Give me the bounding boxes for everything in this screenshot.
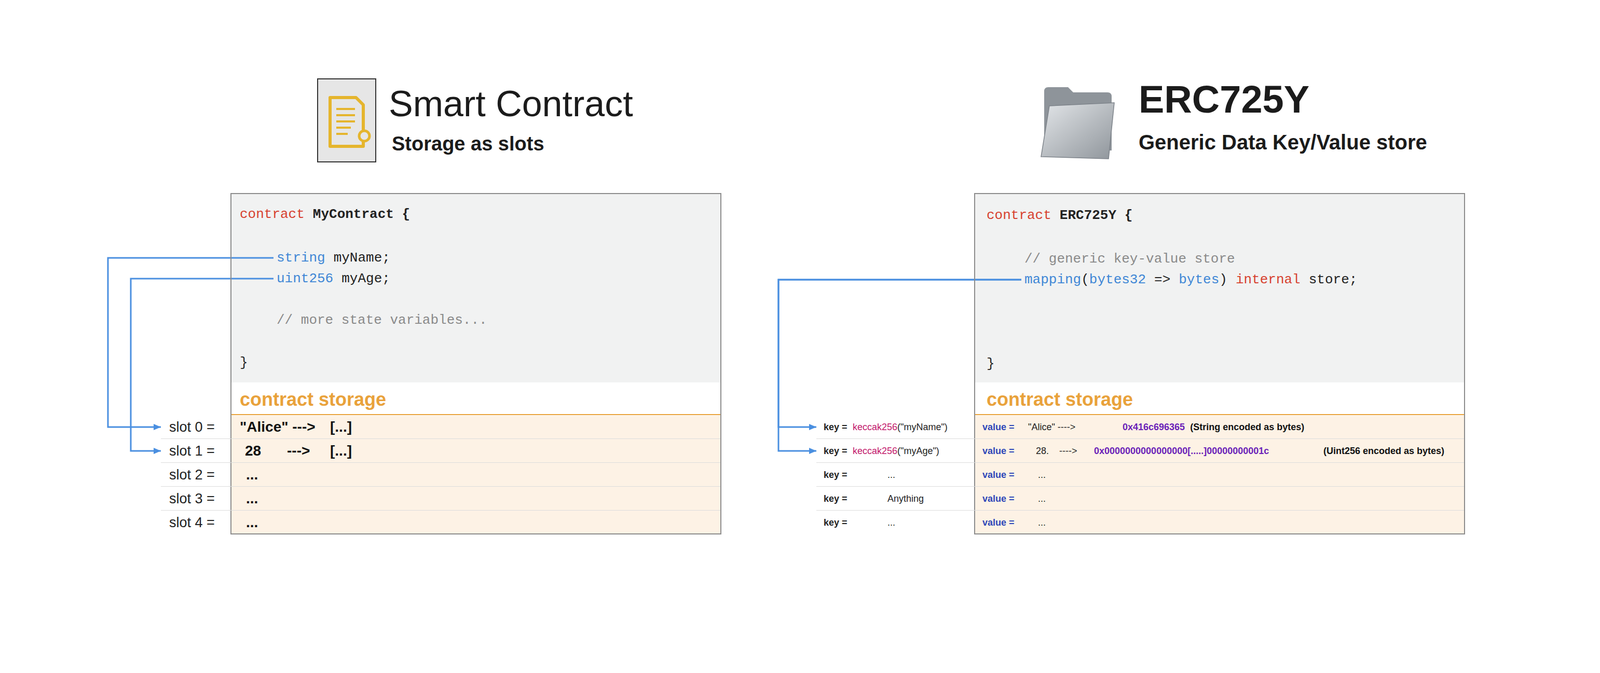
value-arrow: ----> — [1059, 439, 1078, 463]
section-title: ERC725Y — [1138, 77, 1310, 122]
slot-label: slot 1 = — [169, 439, 215, 463]
slot-value: [...] — [330, 439, 352, 463]
slot-value: ---> — [286, 439, 310, 463]
value-label: value = — [982, 462, 1015, 487]
mapping-declaration: mapping(bytes32 => bytes) internal store; — [1021, 270, 1360, 289]
value-text: ... — [1037, 462, 1046, 487]
key-label: key = — [823, 462, 848, 487]
contract-panel: contract MyContract { // more state variab… — [230, 193, 722, 535]
slot-value: ... — [245, 462, 258, 487]
variable-name: myName; — [333, 249, 391, 267]
type-name: bytes32 — [1089, 270, 1146, 289]
value-text: "Alice" ----> — [1028, 415, 1076, 440]
state-variable: uint256 myAge; — [273, 269, 393, 288]
hash-function: keccak256 — [852, 439, 898, 463]
section-heading: contract storage — [986, 388, 1133, 412]
code-area — [975, 194, 1465, 383]
value-label: value = — [982, 415, 1015, 440]
icon-lines — [336, 108, 355, 134]
type-name: mapping — [1024, 270, 1082, 289]
slot-label: slot 4 = — [169, 510, 215, 535]
value-label: value = — [982, 510, 1015, 535]
code-punctuation: ) — [1219, 270, 1228, 289]
keyword: contract — [986, 206, 1052, 225]
key-value-row: key =... value =... — [816, 510, 1465, 534]
key-label: key = — [823, 510, 848, 535]
keyword: internal — [1235, 270, 1301, 289]
encoding-note: (Uint256 encoded as bytes) — [1323, 439, 1445, 463]
type-name: bytes — [1178, 270, 1220, 289]
value-text: ... — [1037, 486, 1046, 511]
icon-paper — [330, 97, 364, 147]
keyword: contract — [239, 205, 305, 224]
connector-arrow — [778, 279, 1022, 428]
type-name: uint256 — [276, 269, 334, 288]
section-subtitle: Generic Data Key/Value store — [1138, 129, 1428, 155]
variable-name: store; — [1308, 270, 1358, 289]
hex-value: 0x0000000000000000[.....]00000000001c — [1093, 439, 1269, 463]
slot-label: slot 0 = — [169, 415, 215, 440]
contract-icon — [317, 78, 376, 162]
value-text: 28. — [1035, 439, 1049, 463]
key-label: key = — [823, 486, 848, 511]
contract-panel: contract ERC725Y { // generic key-value st… — [974, 193, 1466, 535]
key-value-row: key =keccak256("myName") value = "Alice" -… — [816, 415, 1465, 440]
key-value-row: key =keccak256("myAge") value = 28. ----> 0x… — [816, 439, 1465, 463]
slot-value: ... — [245, 510, 258, 535]
key-text: ... — [887, 462, 896, 487]
code-brace: } — [239, 353, 249, 372]
code-comment: // generic key-value store — [1024, 250, 1236, 268]
icon-frame — [317, 78, 376, 162]
storage-area — [975, 415, 1465, 534]
icon-seal — [359, 130, 370, 142]
hash-function: keccak256 — [852, 415, 898, 440]
section-heading: contract storage — [239, 388, 387, 412]
storage-slot: slot 2 =... — [160, 462, 721, 487]
encoding-note: (String encoded as bytes) — [1190, 415, 1305, 440]
type-name: string — [276, 249, 326, 267]
code-punctuation: ( — [1081, 270, 1090, 289]
section-title: Smart Contract — [388, 83, 634, 125]
storage-slot: slot 4 =... — [160, 510, 721, 534]
section-subtitle: Storage as slots — [391, 131, 545, 156]
key-text: Anything — [887, 486, 924, 511]
folder-icon — [1041, 87, 1115, 159]
storage-area — [231, 415, 721, 534]
code-area — [231, 194, 721, 383]
storage-slot: slot 1 = 28 ---> [...] — [160, 439, 721, 463]
key-label: key = — [823, 439, 848, 463]
connector-arrow — [778, 279, 1022, 451]
key-value-row: key = Anything value =... — [816, 486, 1465, 511]
code-comment: // more state variables... — [276, 311, 488, 330]
key-value-row: key =... value =... — [816, 462, 1465, 487]
storage-slot: slot 3 =... — [160, 486, 721, 511]
variable-name: myAge; — [341, 269, 391, 288]
key-text: ("myName") — [897, 415, 948, 440]
value-label: value = — [982, 439, 1015, 463]
folder-front — [1041, 102, 1115, 159]
slot-value: [...] — [330, 415, 352, 440]
contract-name: MyContract { — [312, 205, 410, 224]
slot-label: slot 3 = — [169, 486, 215, 511]
value-label: value = — [982, 486, 1015, 511]
key-label: key = — [823, 415, 848, 440]
storage-slot: slot 0 = "Alice" ---> [...] — [160, 415, 721, 440]
key-text: ... — [887, 510, 896, 535]
value-text: ... — [1037, 510, 1046, 535]
slot-label: slot 2 = — [169, 462, 215, 487]
contract-name: ERC725Y { — [1059, 206, 1133, 225]
code-punctuation: => — [1154, 270, 1171, 289]
slot-value: "Alice" ---> — [239, 415, 316, 440]
code-brace: } — [986, 354, 995, 373]
hex-value: 0x416c696365 — [1122, 415, 1185, 440]
slot-value: 28 — [244, 439, 262, 463]
state-variable: string myName; — [273, 249, 393, 267]
slot-value: ... — [245, 486, 258, 511]
key-text: ("myAge") — [897, 439, 940, 463]
